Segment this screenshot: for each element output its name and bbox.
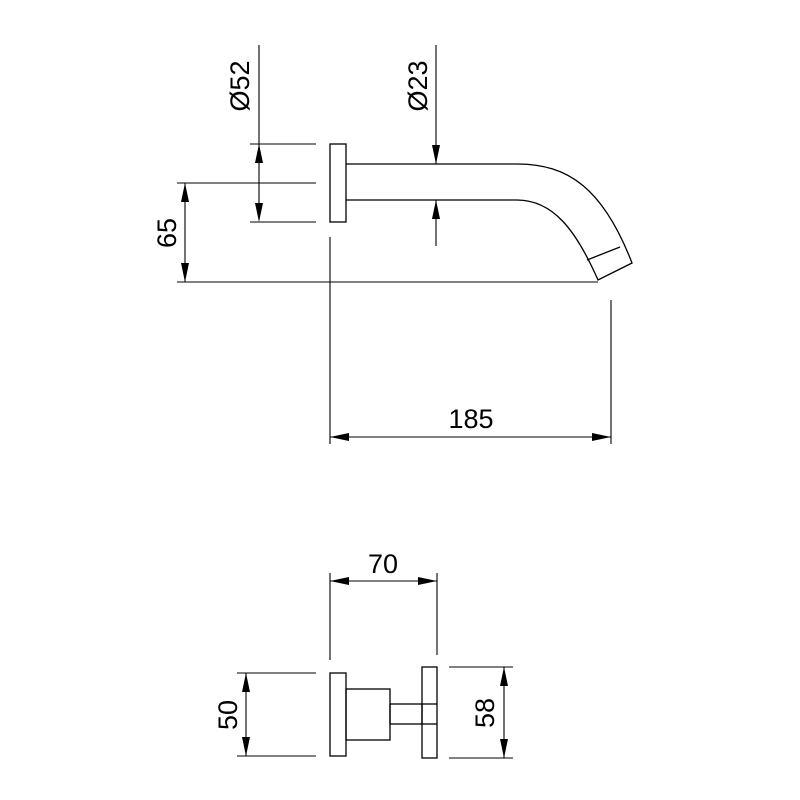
flange-diameter-label: Ø52 <box>225 60 255 111</box>
depth-label: 70 <box>368 549 398 579</box>
arrowhead <box>330 577 349 585</box>
height-dimension: 65 <box>152 182 598 283</box>
spout-tip-ring <box>586 246 621 261</box>
height-label: 65 <box>152 218 182 248</box>
arrowhead <box>418 577 437 585</box>
projection-dimension: 185 <box>329 237 612 444</box>
arrowhead <box>255 203 263 222</box>
valve-stem <box>389 703 423 725</box>
arrowhead <box>242 673 250 692</box>
spout-view: Ø52 Ø23 65 185 <box>152 45 633 444</box>
arrowhead <box>330 433 349 441</box>
arrowhead <box>181 263 189 282</box>
handle-label: 58 <box>470 698 500 728</box>
handle-dimension: 58 <box>449 666 513 759</box>
spout-diameter-label: Ø23 <box>403 60 433 111</box>
arrowhead <box>500 667 508 686</box>
arrowhead <box>592 433 611 441</box>
spout-diameter-dimension: Ø23 <box>403 45 440 246</box>
arrowhead <box>432 200 440 219</box>
projection-label: 185 <box>448 404 493 434</box>
arrowhead <box>432 145 440 164</box>
depth-dimension: 70 <box>329 549 438 660</box>
valve-view: 70 50 58 <box>213 549 513 759</box>
spout-body <box>346 163 633 281</box>
spout-wall-flange <box>329 143 347 223</box>
arrowhead <box>500 739 508 758</box>
valve-rosette-plate <box>329 672 347 757</box>
arrowhead <box>255 144 263 163</box>
rosette-dimension: 50 <box>213 672 316 757</box>
arrowhead <box>242 737 250 756</box>
valve-cross-handle <box>421 666 438 759</box>
valve-body <box>345 688 391 741</box>
arrowhead <box>181 183 189 202</box>
rosette-label: 50 <box>213 700 243 730</box>
flange-diameter-dimension: Ø52 <box>225 45 316 223</box>
